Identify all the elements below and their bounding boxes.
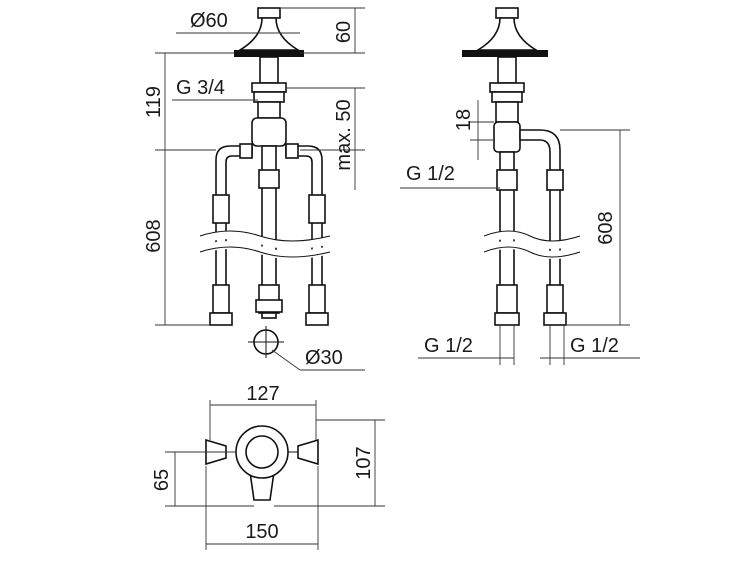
dim-center-offset: 65: [151, 469, 173, 491]
dim-outlet-right: G 1/2: [570, 335, 619, 357]
rib-r-top: [308, 194, 326, 224]
side-knob-cap: [495, 7, 519, 19]
side-view: [462, 7, 582, 326]
front-break-mask: [198, 231, 331, 259]
rib-l-bot: [212, 284, 230, 314]
side-body: [495, 101, 519, 123]
side-valve-body: [493, 121, 521, 153]
side-flange: [462, 50, 548, 57]
nut-r: [305, 312, 329, 326]
dim-thread-top: G 3/4: [176, 77, 225, 99]
dim-outlet-left: G 1/2: [424, 335, 473, 357]
dim-overall-width: 150: [245, 521, 278, 543]
side-break-line: [483, 230, 581, 258]
front-fitting-right: [285, 143, 299, 159]
front-ribs: [212, 169, 326, 314]
front-knob-cap: [257, 7, 281, 19]
side-nut-l: [494, 312, 520, 326]
plan-view: [205, 425, 319, 501]
front-center-pipe: [261, 145, 277, 319]
side-nut-r: [543, 312, 567, 326]
side-break-mask: [482, 231, 582, 259]
dim-side-pipe-length: 608: [595, 211, 617, 244]
front-stem: [259, 56, 279, 84]
front-nut-2: [253, 91, 285, 103]
dim-inlet-thread: G 1/2: [406, 163, 455, 185]
side-nut-2: [491, 91, 523, 103]
plan-handle-right: [297, 438, 319, 466]
dim-overall-depth: 107: [353, 446, 375, 479]
dim-hole-diameter: Ø30: [305, 347, 343, 369]
front-valve-body: [251, 117, 287, 147]
nut-l: [209, 312, 233, 326]
side-dimensions: 18 G 1/2 608 G 1/2 G 1/2: [400, 100, 640, 365]
front-flange: [234, 50, 304, 57]
rib-c-top: [258, 169, 280, 189]
front-break-line: [199, 230, 331, 258]
front-view: [198, 7, 331, 358]
dim-upper-length: 119: [143, 86, 165, 118]
dim-side-offset: 18: [453, 109, 475, 131]
side-nut-1: [489, 82, 525, 93]
front-nut-1: [251, 82, 287, 93]
front-fitting-left: [239, 143, 253, 159]
nut-c: [255, 299, 283, 313]
side-rib-r-bot: [546, 284, 564, 314]
side-rib-l-bot: [496, 284, 518, 314]
dim-spindle-diameter: Ø60: [190, 10, 228, 32]
side-knob-body: [475, 17, 539, 51]
front-dimensions: Ø60 60 119 G 3/4 max. 50 608 Ø30: [143, 7, 365, 371]
rib-l-top: [212, 194, 230, 224]
dim-top-height: 60: [333, 21, 355, 43]
side-stem: [497, 56, 517, 84]
rib-r-bot: [308, 284, 326, 314]
plan-body-inner: [245, 435, 279, 469]
side-rib-l-top: [496, 169, 518, 191]
dim-handle-width: 127: [246, 383, 279, 405]
side-rib-r-top: [546, 169, 564, 191]
plan-dimensions: 127 107 65 150: [151, 383, 385, 550]
dim-max-length: max. 50: [333, 99, 355, 170]
front-body: [257, 101, 281, 119]
dim-front-pipe-length: 608: [143, 219, 165, 252]
front-knob-body: [237, 17, 301, 51]
